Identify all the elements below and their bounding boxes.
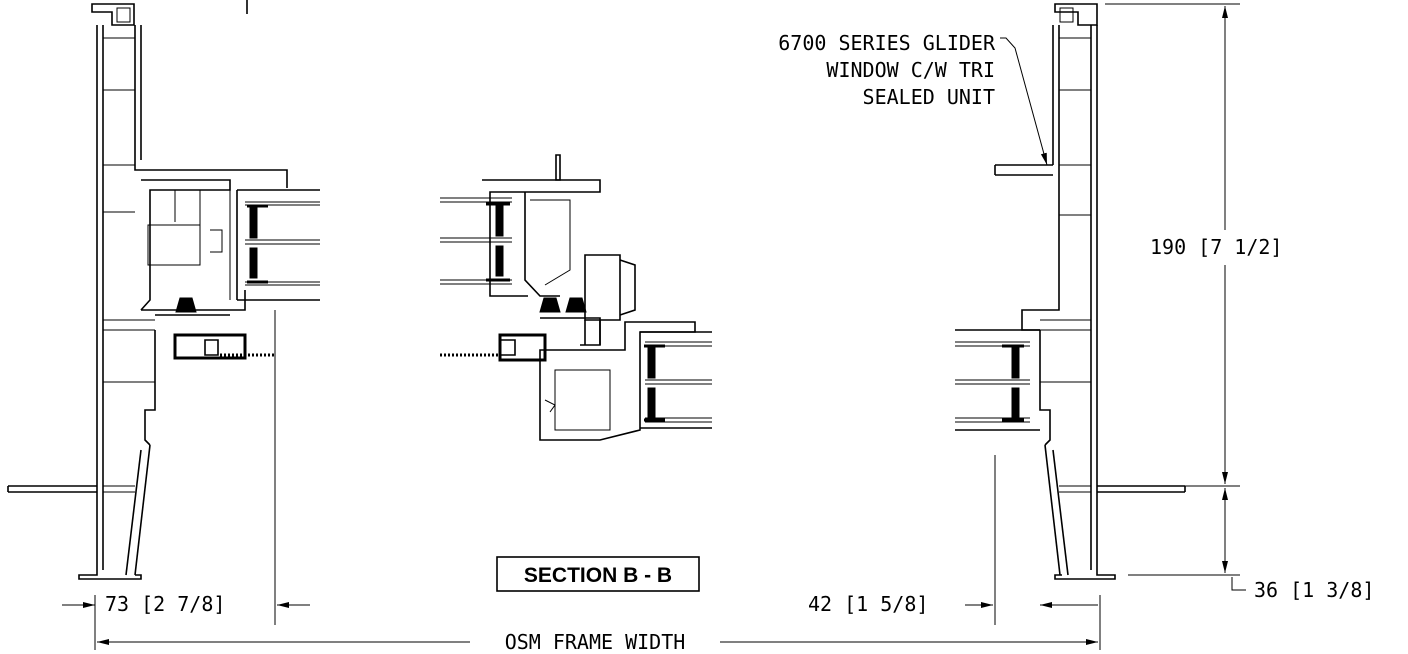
- dim-height-top-label: 190 [7 1/2]: [1150, 235, 1282, 259]
- dimension-lines: [62, 0, 1246, 650]
- dim-right-depth-label: 42 [1 5/8]: [808, 592, 928, 616]
- dim-height-bottom-label: 36 [1 3/8]: [1254, 578, 1374, 602]
- dim-overall-label: OSM FRAME WIDTH: [505, 630, 686, 654]
- section-title: SECTION B - B: [496, 556, 700, 592]
- center-meeting-rail: [440, 154, 712, 441]
- callout-line-3: SEALED UNIT: [863, 85, 995, 109]
- right-jamb-frame: [955, 3, 1186, 580]
- section-title-text: SECTION B - B: [524, 564, 672, 587]
- callout-line-1: 6700 SERIES GLIDER: [778, 31, 996, 55]
- callout-line-2: WINDOW C/W TRI: [826, 58, 995, 82]
- dim-left-depth-label: 73 [2 7/8]: [105, 592, 225, 616]
- left-jamb-frame: [7, 3, 320, 580]
- labels: 6700 SERIES GLIDER WINDOW C/W TRI SEALED…: [105, 31, 1374, 654]
